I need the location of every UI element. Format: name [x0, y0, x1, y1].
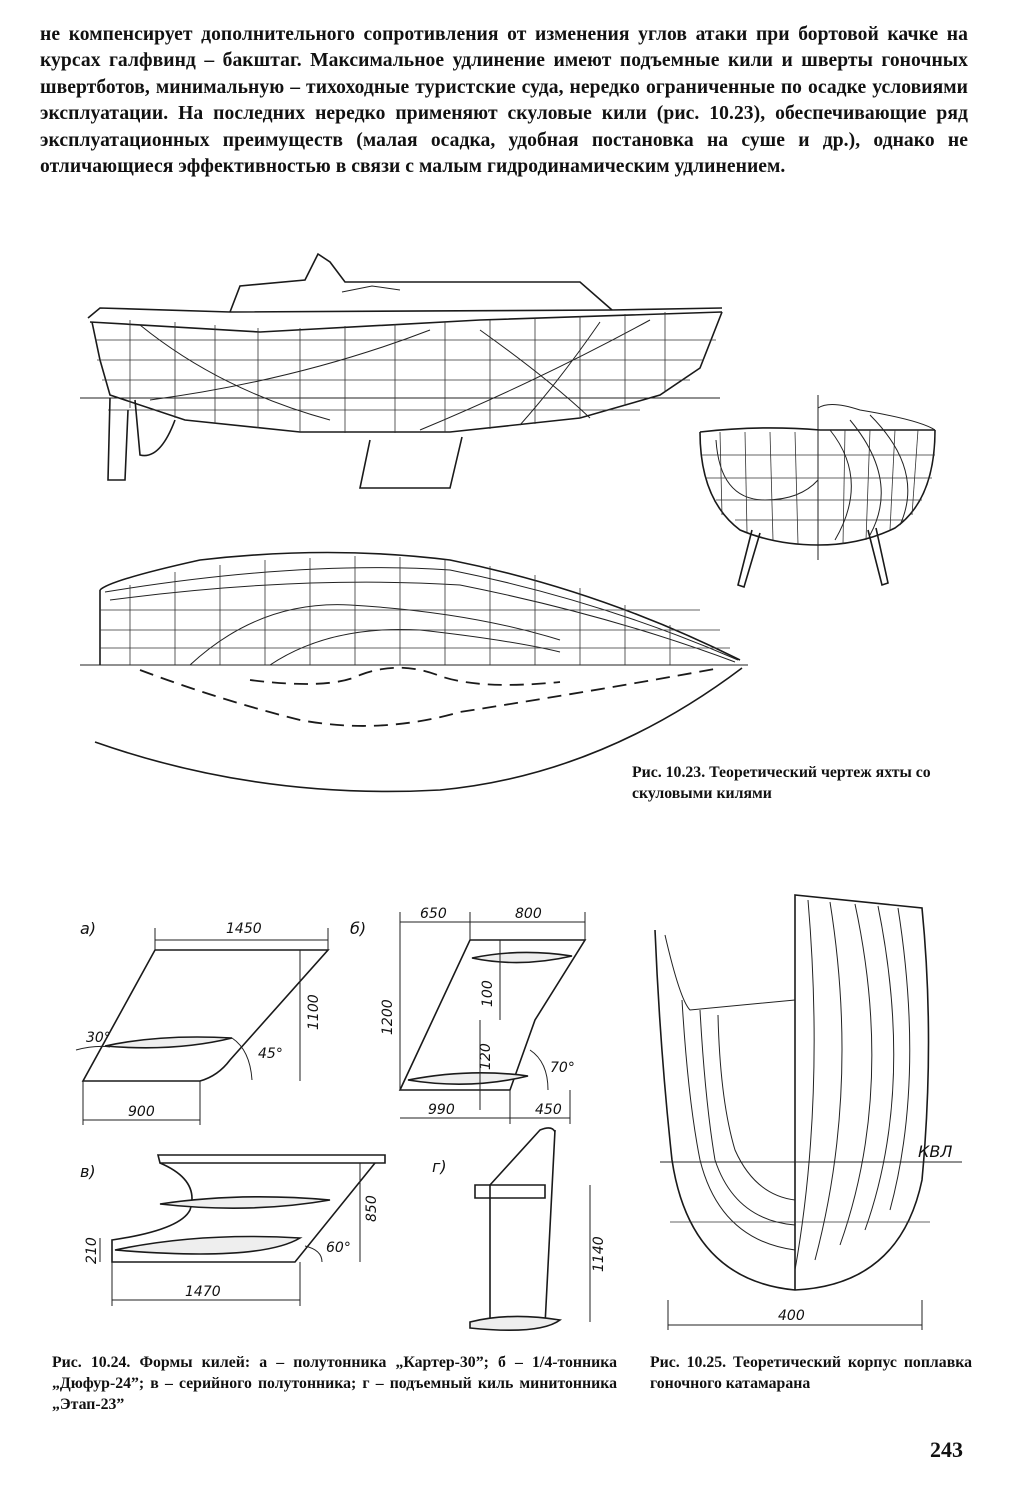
yacht-profile-drawing [80, 252, 723, 489]
dim-a-top: 1450 [226, 921, 262, 937]
waterline-label: КВЛ [918, 1142, 952, 1161]
dim-a-bottom: 900 [128, 1104, 155, 1120]
panel-label-a: а) [80, 919, 96, 938]
panel-label-b: б) [350, 919, 366, 938]
keel-shape-b: б) 650 800 1200 100 120 70° 990 450 [350, 906, 587, 1124]
catamaran-float-body-plan: КВЛ 400 [654, 894, 962, 1330]
angle-a-right: 45° [258, 1046, 283, 1062]
dim-g-height: 1140 [591, 1236, 607, 1272]
dim-v-height: 850 [364, 1195, 380, 1222]
yacht-plan-view-drawing [80, 551, 748, 793]
dim-b-top-left: 650 [420, 906, 447, 922]
dim-b-top-section: 100 [480, 980, 496, 1007]
dim-v-root: 210 [84, 1237, 100, 1264]
panel-label-g: г) [432, 1157, 447, 1176]
dim-b-height: 1200 [380, 999, 396, 1035]
dim-b-bottom-right: 450 [535, 1102, 562, 1118]
dim-catamaran-width: 400 [778, 1308, 805, 1324]
yacht-body-plan-drawing [699, 395, 936, 589]
figure-10-25-caption: Рис. 10.25. Теоретический корпус поплавк… [650, 1354, 972, 1392]
keel-shape-a: а) 1450 1100 45° 30° 900 [75, 919, 330, 1125]
keel-shape-v: в) 850 210 60° 1470 [80, 1154, 386, 1306]
figure-10-23-caption: Рис. 10.23. Теоретический чертеж яхты со… [632, 764, 931, 802]
keel-shape-g: г) 1140 [432, 1127, 607, 1332]
dim-b-top-right: 800 [515, 906, 542, 922]
figure-10-24-caption: Рис. 10.24. Формы килей: а – полутонника… [52, 1354, 617, 1413]
angle-b: 70° [550, 1060, 575, 1076]
angle-v: 60° [326, 1240, 351, 1256]
page-number: 243 [930, 1437, 963, 1462]
body-paragraph: не компенсирует дополнительного сопротив… [40, 24, 968, 178]
dim-a-height: 1100 [306, 994, 322, 1030]
dim-b-bottom-section: 120 [478, 1043, 494, 1070]
panel-label-v: в) [80, 1162, 96, 1181]
angle-a-left: 30° [86, 1030, 111, 1046]
dim-b-bottom-left: 990 [428, 1102, 455, 1118]
dim-v-bottom: 1470 [185, 1284, 221, 1300]
